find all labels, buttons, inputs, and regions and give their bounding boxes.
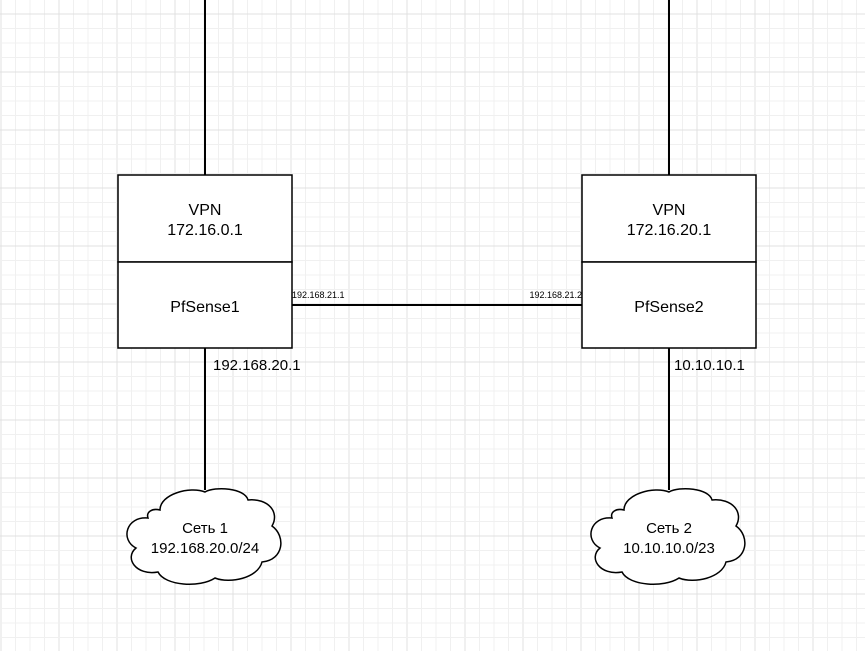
router1-vpn-section[interactable]: [117, 174, 293, 263]
router2-vpn-label: VPN: [653, 202, 686, 219]
link-left-ip-label: 192.168.21.1: [292, 290, 345, 300]
router1-vpn-label: VPN: [189, 202, 222, 219]
router1-pfsense-section[interactable]: [117, 261, 293, 349]
router2-vpn-section[interactable]: [581, 174, 757, 263]
cloud-icon: [126, 487, 282, 585]
network2-name: Сеть 2: [646, 520, 692, 537]
network1-subnet: 192.168.20.0/24: [151, 540, 259, 557]
network1-cloud[interactable]: Сеть 1 192.168.20.0/24: [126, 487, 282, 585]
router2-pfsense-section[interactable]: [581, 261, 757, 349]
lan2-gateway-label: 10.10.10.1: [674, 357, 745, 374]
router1-name: PfSense1: [170, 299, 239, 316]
network2-subnet: 10.10.10.0/23: [623, 540, 715, 557]
router2-node[interactable]: VPN 172.16.20.1 PfSense2: [581, 174, 757, 349]
router2-vpn-ip: 172.16.20.1: [627, 222, 712, 239]
router1-vpn-ip: 172.16.0.1: [167, 222, 243, 239]
cloud-icon: [590, 487, 746, 585]
router1-node[interactable]: VPN 172.16.0.1 PfSense1: [117, 174, 293, 349]
network2-cloud[interactable]: Сеть 2 10.10.10.0/23: [590, 487, 746, 585]
link-right-ip-label: 192.168.21.2: [529, 290, 582, 300]
router2-name: PfSense2: [634, 299, 703, 316]
lan1-gateway-label: 192.168.20.1: [213, 357, 301, 374]
network1-name: Сеть 1: [182, 520, 228, 537]
